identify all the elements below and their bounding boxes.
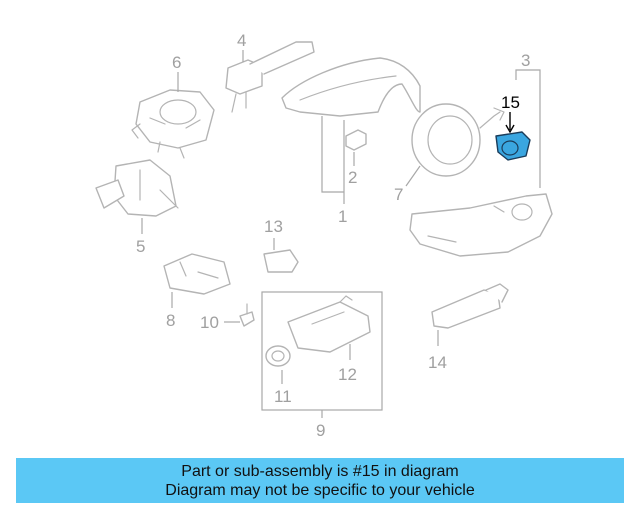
- callout-15: 15: [501, 93, 520, 112]
- callout-14: 14: [428, 353, 447, 372]
- callout-10: 10: [200, 313, 219, 332]
- part-5-switch: [95, 159, 179, 217]
- part-11-cylinder: [265, 345, 291, 367]
- callout-7: 7: [394, 185, 403, 204]
- parts-diagram: 6 4 1 2 7 3 15: [95, 31, 553, 440]
- part-4-stalk: [225, 41, 315, 113]
- part-8-module: [163, 253, 231, 295]
- callout-9: 9: [316, 421, 325, 440]
- part-1-shroud: [281, 57, 421, 117]
- callout-3: 3: [521, 51, 530, 70]
- callout-8: 8: [166, 311, 175, 330]
- part-7-clockspring: [411, 103, 505, 177]
- callout-6: 6: [172, 53, 181, 72]
- callout-13: 13: [264, 217, 283, 236]
- part-3-lower-shroud: [409, 193, 553, 257]
- part-12-lock-housing: [287, 295, 371, 353]
- part-2-clip: [345, 129, 367, 151]
- callout-5: 5: [136, 237, 145, 256]
- part-10-screw: [239, 303, 255, 327]
- callout-4: 4: [237, 31, 246, 50]
- part-15-highlighted: [495, 131, 531, 161]
- part-6-switch: [131, 89, 215, 159]
- info-banner: Part or sub-assembly is #15 in diagram D…: [16, 458, 624, 503]
- part-14-actuator: [431, 283, 509, 329]
- callout-12: 12: [338, 365, 357, 384]
- banner-line-2: Diagram may not be specific to your vehi…: [165, 481, 475, 499]
- banner-line-1: Part or sub-assembly is #15 in diagram: [181, 462, 459, 480]
- part-13-bracket: [263, 249, 299, 273]
- callout-11: 11: [274, 387, 292, 406]
- callout-2: 2: [348, 168, 357, 187]
- callout-1: 1: [338, 207, 347, 226]
